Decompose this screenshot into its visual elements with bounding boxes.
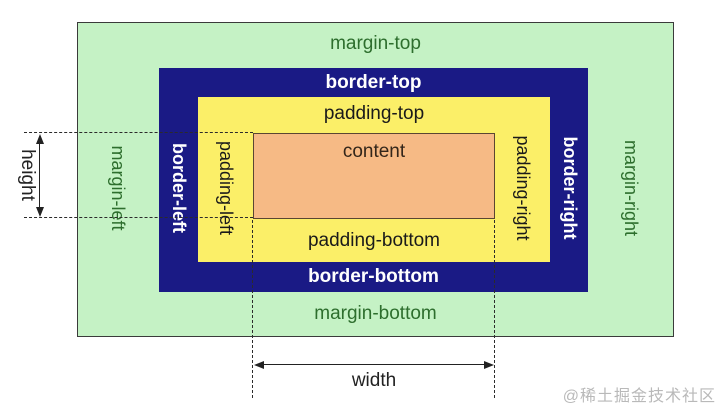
- arrowhead-down-icon: [36, 207, 44, 217]
- border-area: border-top border-bottom border-left bor…: [159, 68, 588, 292]
- margin-bottom-label: margin-bottom: [314, 303, 437, 324]
- arrowhead-up-icon: [36, 134, 44, 144]
- watermark: @稀土掘金技术社区: [562, 388, 716, 405]
- border-top-label: border-top: [325, 72, 422, 93]
- width-label: width: [351, 370, 397, 391]
- height-arrow: [39, 141, 40, 209]
- padding-bottom-label: padding-bottom: [307, 230, 441, 251]
- arrowhead-right-icon: [484, 361, 494, 369]
- arrowhead-left-icon: [254, 361, 264, 369]
- border-bottom-label: border-bottom: [308, 266, 439, 287]
- padding-area: padding-top padding-bottom padding-left …: [198, 97, 550, 262]
- content-area: content: [253, 133, 495, 219]
- margin-top-label: margin-top: [330, 33, 421, 54]
- padding-top-label: padding-top: [323, 103, 425, 124]
- margin-area: margin-top margin-bottom margin-left mar…: [77, 22, 674, 337]
- content-label: content: [342, 141, 406, 162]
- width-arrow: [261, 364, 487, 365]
